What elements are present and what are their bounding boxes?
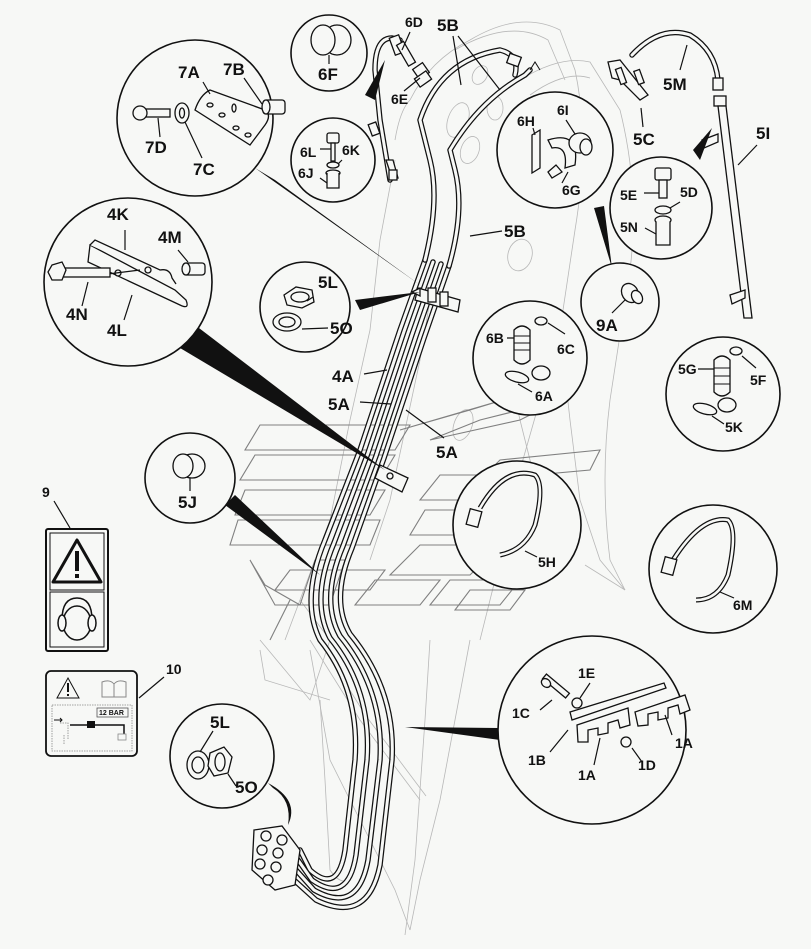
label-9: 9	[42, 484, 50, 500]
label-5l-upper: 5L	[318, 273, 338, 292]
label-1c: 1C	[512, 705, 530, 721]
detail-circle-9a: 9A	[580, 262, 660, 342]
label-6b: 6B	[486, 330, 504, 346]
label-5i: 5I	[756, 124, 770, 143]
detail-circle-5g: 5G 5F 5K	[665, 336, 781, 452]
warning-triangle-icon	[51, 538, 103, 584]
detail-circle-5e: 5E 5D 5N	[609, 156, 713, 260]
label-5n: 5N	[620, 219, 638, 235]
decal-9	[45, 528, 109, 652]
label-6e: 6E	[391, 91, 408, 107]
label-6h: 6H	[517, 113, 535, 129]
manual-book-icon	[101, 680, 127, 698]
label-6f: 6F	[318, 65, 338, 84]
label-6d: 6D	[405, 14, 423, 30]
label-1d: 1D	[638, 757, 656, 773]
detail-circle-7: 7A 7B 7C 7D	[116, 39, 286, 197]
detail-circle-6b: 6B 6C 6A	[472, 300, 588, 416]
label-5j: 5J	[178, 493, 197, 512]
label-5c: 5C	[633, 130, 655, 149]
label-5o-lower: 5O	[235, 778, 258, 797]
label-4m: 4M	[158, 228, 182, 247]
pressure-rating: 12 BAR	[99, 710, 124, 717]
label-5k: 5K	[725, 419, 743, 435]
warning-triangle-icon	[56, 676, 80, 699]
label-6i: 6I	[557, 102, 569, 118]
label-4l: 4L	[107, 321, 127, 340]
label-5f: 5F	[750, 372, 767, 388]
detail-circle-6h: 6H 6I 6G	[496, 91, 614, 209]
label-5b-top: 5B	[437, 16, 459, 35]
label-6j: 6J	[298, 165, 314, 181]
label-6m: 6M	[733, 597, 752, 613]
label-1b: 1B	[528, 752, 546, 768]
label-4a: 4A	[332, 367, 354, 386]
detail-circle-1: 1E 1C 1B 1A 1D 1A	[497, 635, 693, 825]
label-7a: 7A	[178, 63, 200, 82]
label-4n: 4N	[66, 305, 88, 324]
label-6l: 6L	[300, 144, 317, 160]
free-labels: 6D 6E 5B 5B 5M 5C 5I 4A 5A 5A 9 10	[42, 14, 770, 699]
detail-circle-5l-lower: 5L 5O	[169, 703, 275, 809]
ear-protection-icon	[57, 597, 97, 641]
label-5e: 5E	[620, 187, 637, 203]
clamp-7a-installed	[410, 286, 461, 313]
clamp-4k-installed	[374, 464, 409, 493]
manifold-block	[251, 825, 301, 891]
label-1e: 1E	[578, 665, 595, 681]
label-5o-upper: 5O	[330, 319, 353, 338]
detail-circle-5l-upper: 5L 5O	[259, 261, 353, 353]
label-7c: 7C	[193, 160, 215, 179]
label-4k: 4K	[107, 205, 129, 224]
label-7d: 7D	[145, 138, 167, 157]
label-1a-left: 1A	[578, 767, 596, 783]
label-5a-left: 5A	[328, 395, 350, 414]
label-7b: 7B	[223, 60, 245, 79]
detail-circle-6f: 6F	[290, 14, 368, 92]
label-5h: 5H	[538, 554, 556, 570]
decal-10: 12 BAR	[45, 670, 138, 757]
detail-circle-5h: 5H	[452, 460, 582, 590]
pipes-5b	[417, 47, 541, 269]
label-10: 10	[166, 661, 182, 677]
label-6c: 6C	[557, 341, 575, 357]
detail-circle-6m: 6M	[648, 504, 778, 634]
detail-circle-5j: 5J	[144, 432, 236, 524]
pipe-6d-assembly	[367, 33, 433, 183]
label-6g: 6G	[562, 182, 581, 198]
label-5b-mid: 5B	[504, 222, 526, 241]
pressure-gun-icon	[54, 717, 127, 745]
label-5m: 5M	[663, 75, 687, 94]
label-6k: 6K	[342, 142, 360, 158]
pipe-bundle-4a-5a	[291, 257, 452, 911]
label-5d: 5D	[680, 184, 698, 200]
detail-circle-6l: 6L 6K 6J	[290, 117, 376, 203]
label-6a: 6A	[535, 388, 553, 404]
detail-circle-4k: 4K 4M 4N 4L	[43, 197, 213, 367]
pipe-5i-5m	[607, 29, 753, 319]
label-5g: 5G	[678, 361, 697, 377]
label-9a: 9A	[596, 316, 618, 335]
callout-pointers	[175, 60, 712, 825]
label-5l-lower: 5L	[210, 713, 230, 732]
label-1a-right: 1A	[675, 735, 693, 751]
label-5a-right: 5A	[436, 443, 458, 462]
